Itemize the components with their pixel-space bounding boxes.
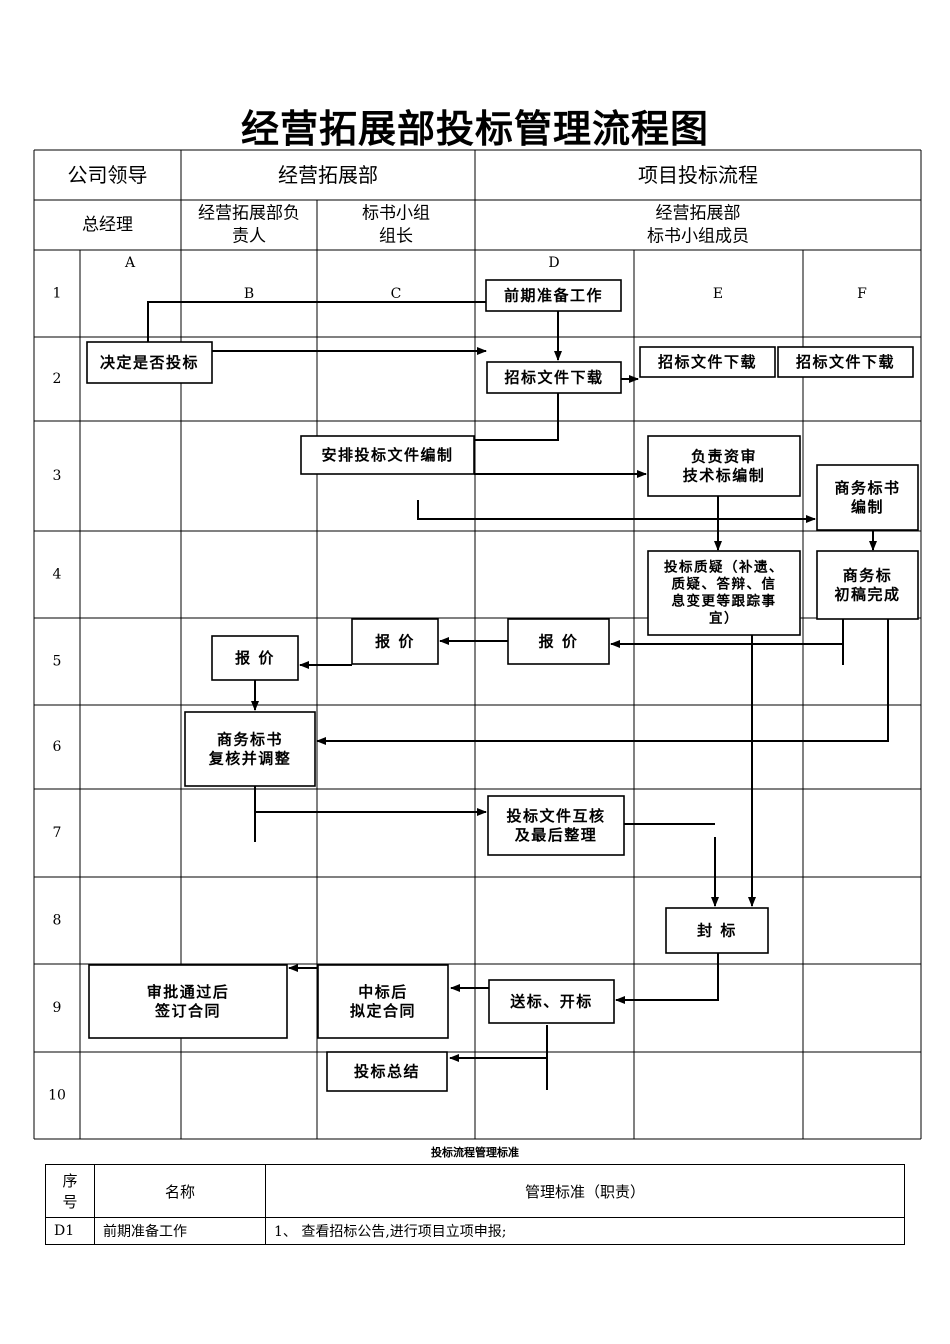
standards-header-row: 序号 名称 管理标准（职责） — [45, 1164, 905, 1218]
column-letter: E — [713, 286, 723, 302]
box-label: 安排投标文件编制 — [321, 446, 453, 464]
header-business-dept: 经营拓展部 — [278, 163, 378, 187]
box-label: 前期准备工作 — [504, 287, 603, 305]
column-letter: B — [244, 286, 254, 302]
box-label: 投标文件互核 — [506, 807, 605, 825]
connector-arrow — [316, 619, 889, 745]
header-group-members: 经营拓展部 — [656, 204, 741, 224]
box-label: 报 价 — [235, 649, 275, 667]
header-dept-head: 经营拓展部负 — [198, 204, 300, 224]
connector-arrow — [615, 953, 719, 1004]
box-label: 报 价 — [375, 633, 415, 651]
box-label: 技术标编制 — [683, 466, 766, 484]
row-number: 2 — [53, 371, 62, 387]
box-label: 招标文件下载 — [796, 353, 895, 371]
row-number: 3 — [53, 468, 62, 484]
box-label: 商务标书 — [834, 479, 900, 497]
box-label: 投标总结 — [354, 1063, 420, 1081]
box-label: 决定是否投标 — [100, 354, 199, 372]
row-name: 前期准备工作 — [94, 1217, 266, 1245]
box-anpai: 安排投标文件编制 — [300, 435, 475, 475]
row-number: 6 — [53, 739, 62, 755]
box-label: 送标、开标 — [509, 993, 593, 1011]
box-label: 商务标 — [843, 567, 893, 585]
box-baojia-b: 报 价 — [211, 635, 299, 681]
box-label: 招标文件下载 — [658, 353, 757, 371]
column-letter: A — [124, 255, 136, 271]
standards-table: 序号 名称 管理标准（职责） D1 前期准备工作 1、 查看招标公告,进行项目立… — [45, 1164, 905, 1245]
header-company-leader: 公司领导 — [68, 163, 148, 187]
header-group-leader: 组长 — [379, 227, 413, 247]
box-label: 投标质疑（补遗、 — [664, 559, 784, 576]
standards-caption: 投标流程管理标准 — [431, 1146, 519, 1159]
header-general-manager: 总经理 — [82, 215, 133, 235]
connector-arrow — [474, 393, 559, 441]
row-standard: 1、 查看招标公告,进行项目立项申报; — [265, 1217, 905, 1245]
header-no: 序号 — [45, 1164, 95, 1218]
header-group-members: 标书小组成员 — [647, 227, 749, 247]
row-number: 9 — [53, 1000, 62, 1016]
row-number: 8 — [53, 913, 62, 929]
connector-arrow — [144, 301, 486, 359]
box-label: 初稿完成 — [834, 585, 900, 603]
row-number: 4 — [53, 567, 62, 583]
box-label: 签订合同 — [154, 1002, 221, 1020]
row-no: D1 — [45, 1217, 95, 1245]
row-number: 7 — [53, 825, 62, 841]
box-label: 中标后 — [358, 983, 408, 1001]
column-letter: D — [548, 255, 559, 271]
box-label: 息变更等跟踪事 — [672, 592, 777, 609]
box-baojia-d: 报 价 — [507, 618, 610, 665]
box-label: 质疑、答辩、信 — [672, 576, 777, 593]
box-label: 复核并调整 — [208, 749, 292, 767]
header-name: 名称 — [94, 1164, 266, 1218]
box-songbiao: 送标、开标 — [488, 979, 615, 1024]
row-number: 1 — [53, 286, 62, 302]
box-xiazai-f: 招标文件下载 — [777, 346, 914, 378]
box-zongjie: 投标总结 — [326, 1051, 448, 1092]
box-xiazai-d: 招标文件下载 — [486, 361, 622, 394]
box-baojia-c: 报 价 — [351, 618, 439, 665]
connector-arrow — [417, 500, 816, 523]
box-label: 宜） — [709, 609, 739, 626]
box-label: 编制 — [851, 498, 884, 516]
header-bid-process: 项目投标流程 — [638, 163, 758, 187]
box-label: 拟定合同 — [350, 1002, 416, 1020]
row-number: 10 — [48, 1088, 66, 1104]
box-label: 负责资审 — [691, 448, 757, 466]
box-label: 招标文件下载 — [504, 369, 603, 387]
header-standard: 管理标准（职责） — [265, 1164, 905, 1218]
header-dept-head: 责人 — [232, 227, 266, 247]
column-letter: F — [857, 286, 867, 302]
box-label: 商务标书 — [217, 731, 283, 749]
page-title: 经营拓展部投标管理流程图 — [240, 106, 709, 151]
flowchart: 前期准备工作决定是否投标招标文件下载招标文件下载招标文件下载安排投标文件编制负责… — [33, 149, 922, 1140]
row-number: 5 — [53, 654, 62, 670]
box-jueding: 决定是否投标 — [86, 341, 213, 384]
box-qiqi: 前期准备工作 — [485, 279, 622, 312]
box-fengbiao: 封 标 — [665, 907, 769, 954]
column-letter: C — [391, 286, 402, 302]
box-label: 封 标 — [697, 922, 737, 940]
box-label: 及最后整理 — [515, 826, 598, 844]
box-label: 报 价 — [539, 633, 579, 651]
table-row: D1 前期准备工作 1、 查看招标公告,进行项目立项申报; — [45, 1217, 905, 1245]
box-label: 审批通过后 — [147, 983, 230, 1001]
header-group-leader: 标书小组 — [362, 204, 430, 224]
box-xiazai-e: 招标文件下载 — [639, 346, 776, 378]
